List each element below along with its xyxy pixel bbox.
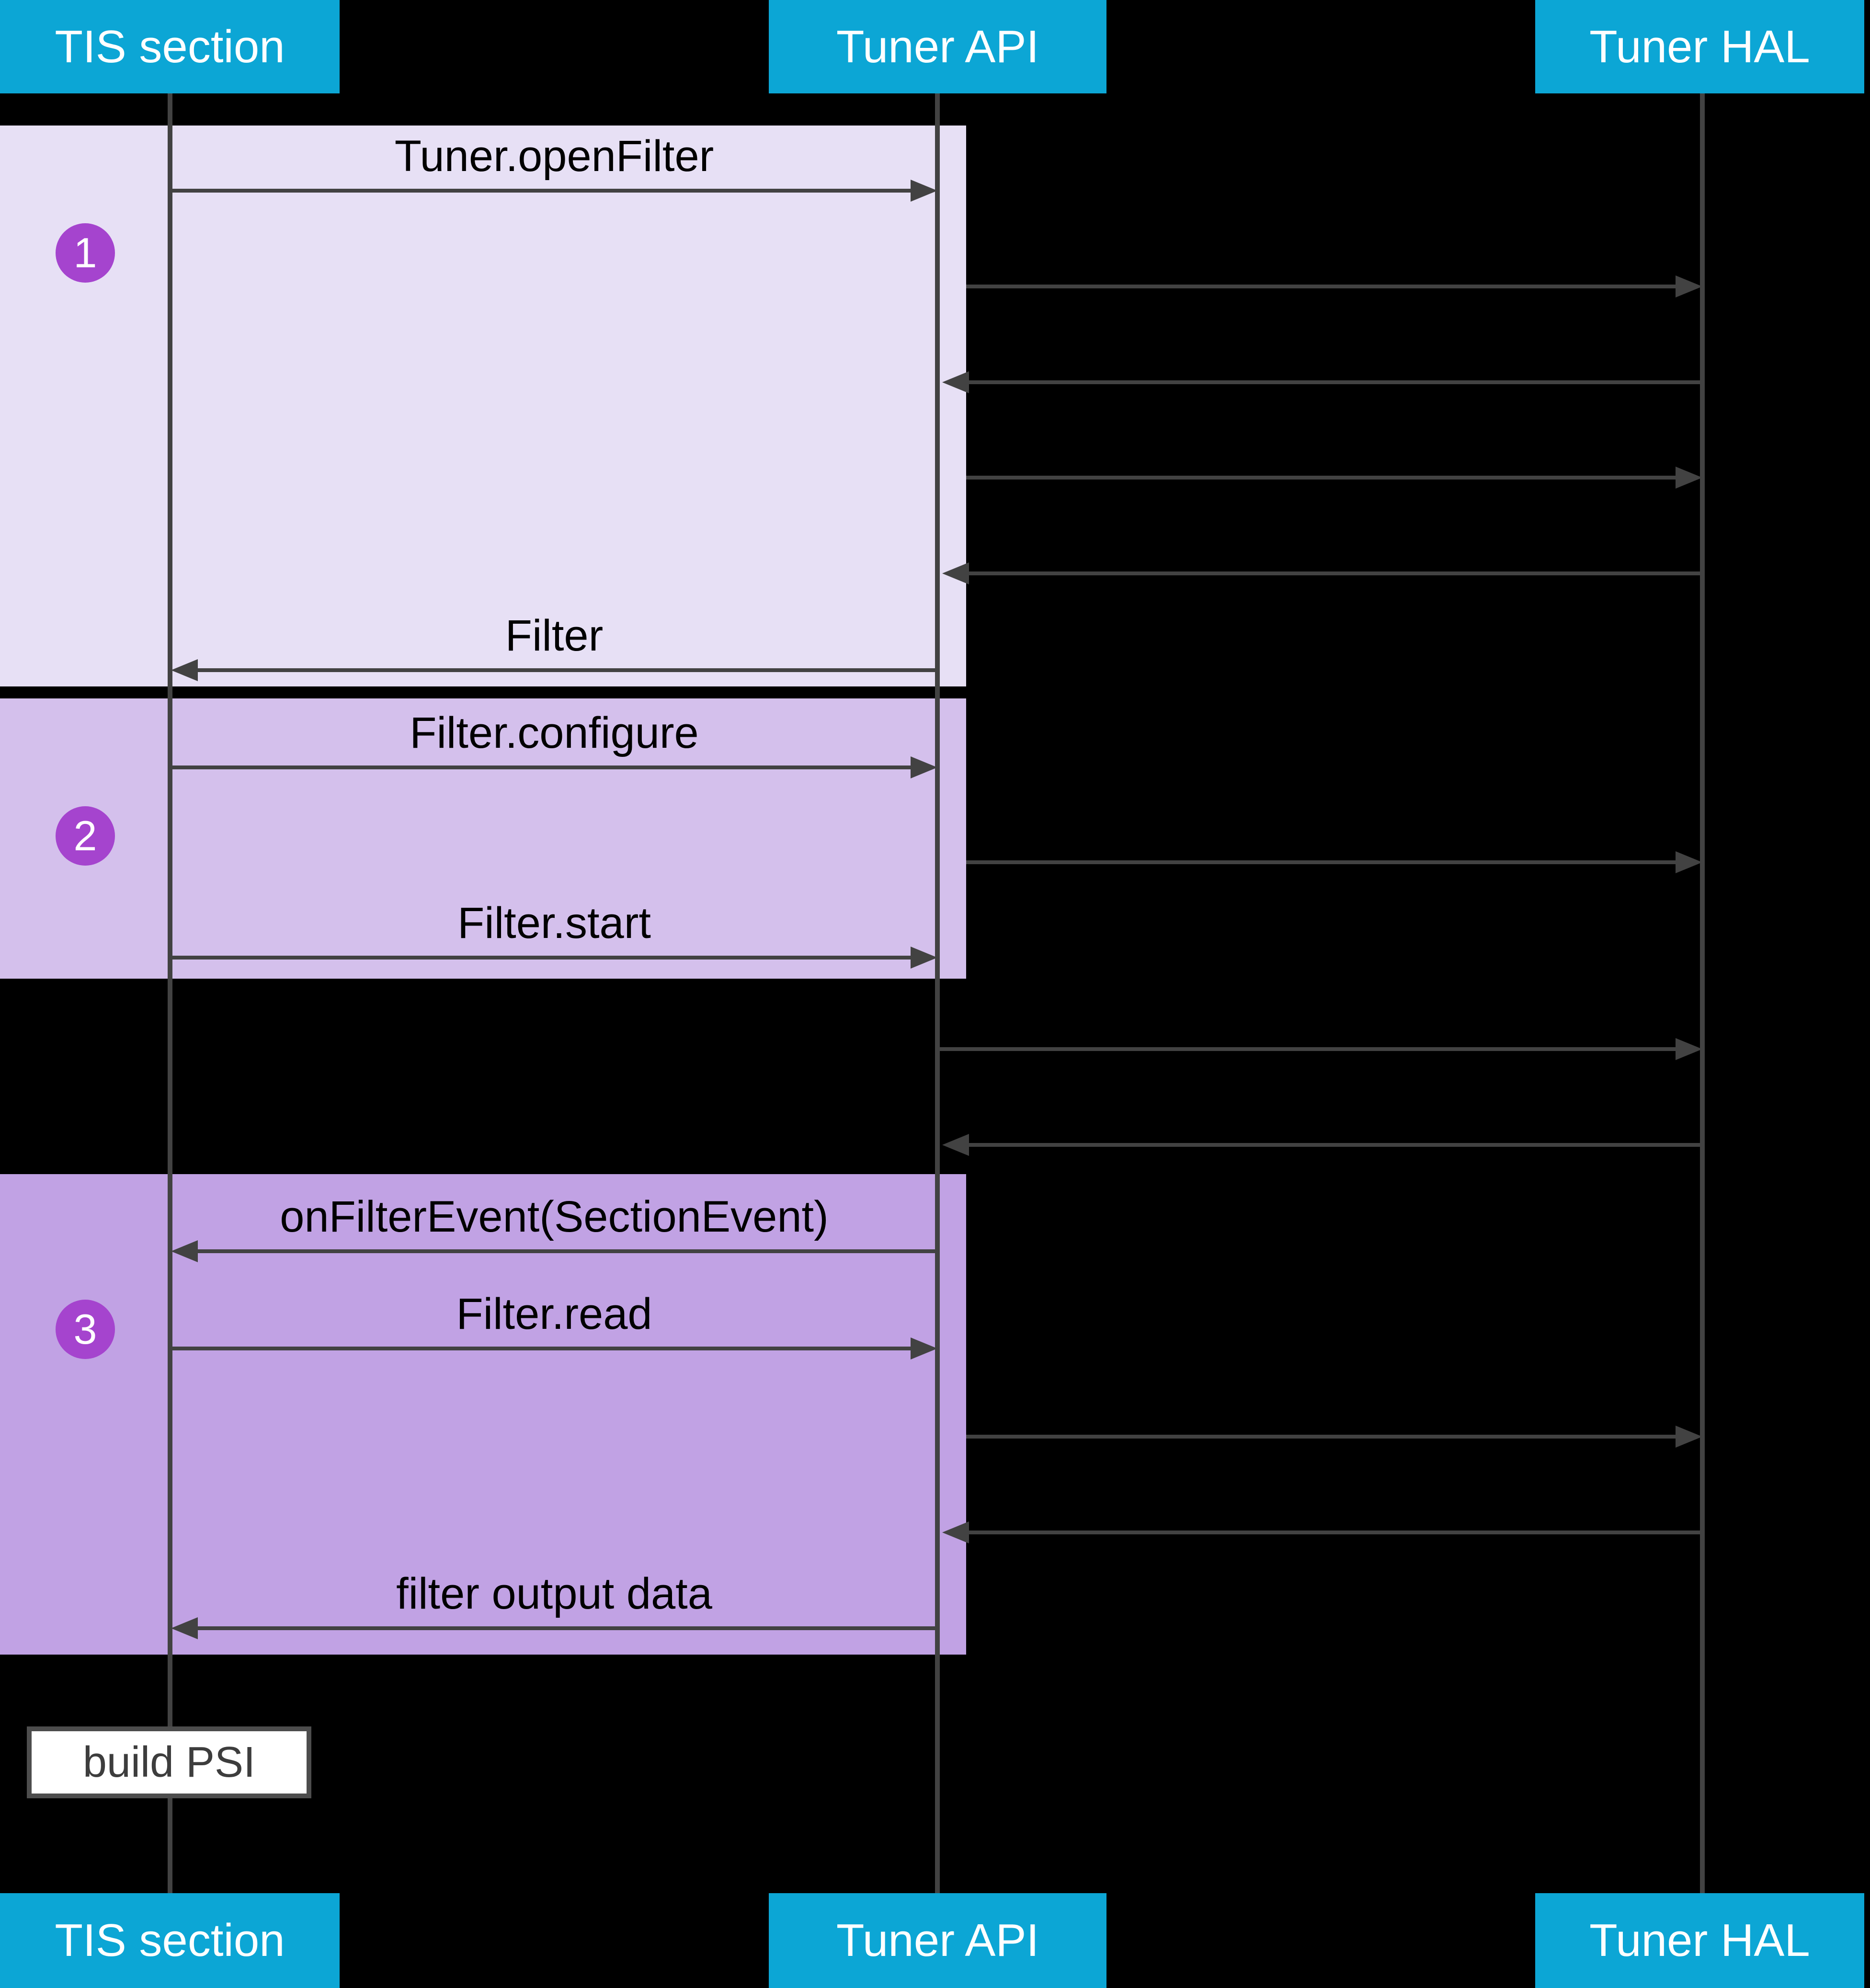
- message-line-7: [966, 860, 1688, 864]
- message-line-1: [966, 285, 1688, 288]
- message-label-0: Tuner.openFilter: [394, 132, 714, 181]
- message-line-12: [171, 1347, 923, 1350]
- arrowhead-9: [1676, 1038, 1702, 1060]
- message-line-11: [185, 1249, 937, 1253]
- message-line-2: [957, 380, 1702, 384]
- arrowhead-8: [911, 947, 937, 969]
- arrowhead-15: [171, 1617, 198, 1639]
- arrowhead-11: [171, 1240, 198, 1262]
- arrowhead-14: [942, 1521, 969, 1543]
- arrowhead-13: [1676, 1426, 1702, 1448]
- message-line-4: [957, 571, 1702, 575]
- message-label-5: Filter: [505, 611, 604, 660]
- step-region-2: [0, 698, 966, 979]
- message-line-6: [171, 765, 923, 769]
- lifeline-api: [935, 93, 940, 1893]
- note-build-psi: build PSI: [27, 1726, 311, 1798]
- message-label-6: Filter.configure: [410, 708, 699, 757]
- arrowhead-6: [911, 756, 937, 778]
- participant-top-api: Tuner API: [769, 0, 1106, 93]
- message-label-8: Filter.start: [457, 899, 651, 948]
- message-line-9: [940, 1047, 1688, 1051]
- arrowhead-3: [1676, 467, 1702, 489]
- message-line-5: [185, 668, 937, 672]
- message-line-0: [171, 189, 923, 193]
- step-badge-2: 2: [56, 806, 115, 866]
- participant-bottom-api: Tuner API: [769, 1893, 1106, 1988]
- participant-top-hal: Tuner HAL: [1535, 0, 1864, 93]
- participant-bottom-tis: TIS section: [0, 1893, 340, 1988]
- message-line-13: [966, 1435, 1688, 1439]
- arrowhead-4: [942, 562, 969, 584]
- arrowhead-2: [942, 371, 969, 393]
- step-badge-1: 1: [56, 223, 115, 283]
- step-region-1: [0, 126, 966, 686]
- message-label-15: filter output data: [396, 1569, 712, 1618]
- arrowhead-12: [911, 1337, 937, 1360]
- step-badge-3: 3: [56, 1300, 115, 1359]
- message-line-10: [957, 1143, 1702, 1147]
- step-region-3: [0, 1174, 966, 1655]
- message-label-11: onFilterEvent(SectionEvent): [280, 1192, 829, 1241]
- message-line-8: [171, 956, 923, 960]
- message-line-14: [957, 1531, 1702, 1534]
- participant-bottom-hal: Tuner HAL: [1535, 1893, 1864, 1988]
- arrowhead-0: [911, 180, 937, 202]
- lifeline-hal: [1700, 93, 1705, 1893]
- arrowhead-10: [942, 1134, 969, 1156]
- participant-top-tis: TIS section: [0, 0, 340, 93]
- arrowhead-5: [171, 659, 198, 681]
- message-label-12: Filter.read: [456, 1290, 652, 1338]
- message-line-3: [966, 476, 1688, 480]
- arrowhead-1: [1676, 275, 1702, 297]
- message-line-15: [185, 1626, 937, 1630]
- lifeline-tis: [168, 93, 172, 1893]
- arrowhead-7: [1676, 851, 1702, 873]
